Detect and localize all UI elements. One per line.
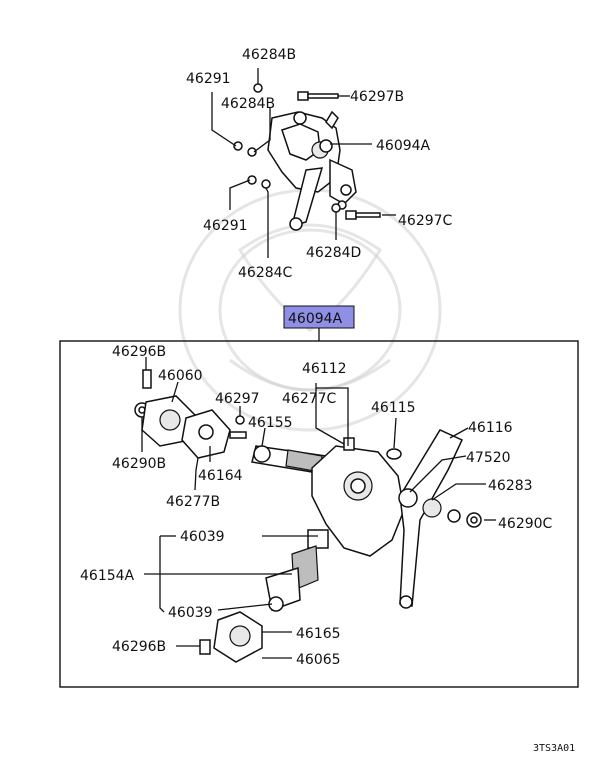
label-46284C: 46284C: [238, 265, 293, 281]
label-46297C: 46297C: [398, 213, 453, 229]
label-46284B-top: 46284B: [242, 47, 296, 63]
label-46164: 46164: [198, 468, 243, 484]
label-46065: 46065: [296, 652, 341, 668]
assembly-frame: [59, 340, 579, 688]
label-46039-bottom: 46039: [168, 605, 213, 621]
label-46283: 46283: [488, 478, 533, 494]
label-46116: 46116: [468, 420, 513, 436]
label-46284D: 46284D: [306, 245, 361, 261]
label-46284B-mid: 46284B: [221, 96, 275, 112]
label-46155: 46155: [248, 415, 293, 431]
label-46297B: 46297B: [350, 89, 404, 105]
main-leaders: [141, 357, 496, 659]
label-46277C: 46277C: [282, 391, 337, 407]
label-46060: 46060: [158, 368, 203, 384]
label-46290B: 46290B: [112, 456, 166, 472]
upper-assembly: [233, 83, 381, 231]
label-46165: 46165: [296, 626, 341, 642]
upper-leaders: [211, 68, 396, 258]
label-46154A: 46154A: [80, 568, 135, 584]
label-46094A-upper: 46094A: [376, 138, 431, 154]
label-46112: 46112: [302, 361, 347, 377]
assembly-title-label: 46094A: [288, 311, 343, 327]
label-46290C: 46290C: [498, 516, 553, 532]
label-46039-top: 46039: [180, 529, 225, 545]
label-46115: 46115: [371, 400, 416, 416]
label-46297: 46297: [215, 391, 260, 407]
main-assembly-parts: [134, 369, 482, 663]
label-46291-lower: 46291: [203, 218, 248, 234]
label-46291-upper: 46291: [186, 71, 231, 87]
label-47520: 47520: [466, 450, 511, 466]
label-46277B: 46277B: [166, 494, 220, 510]
label-46296B-bottom: 46296B: [112, 639, 166, 655]
diagram-code: 3TS3A01: [533, 743, 575, 754]
label-46296B-top: 46296B: [112, 344, 166, 360]
